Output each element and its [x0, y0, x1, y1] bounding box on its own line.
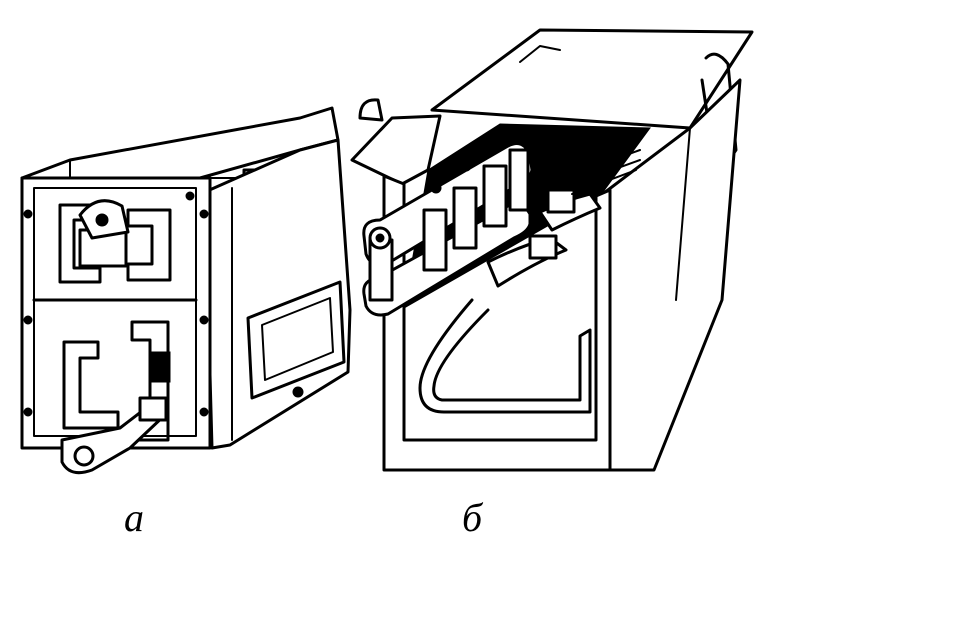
box-a-link-pin — [95, 213, 109, 227]
rivet — [23, 315, 33, 325]
rivet — [199, 209, 209, 219]
chain-roller — [508, 148, 530, 212]
box-b-rear-tab — [358, 98, 384, 122]
box-b-rear-flap — [350, 114, 442, 186]
box-a-label-window — [261, 297, 334, 381]
box-b-u-bar — [418, 298, 592, 414]
box-a-label-plate — [246, 280, 346, 400]
box-b — [350, 28, 754, 472]
box-a-side-knob — [292, 386, 304, 398]
box-b-tube-collar — [546, 188, 576, 214]
chain-pin — [430, 182, 442, 194]
box-b-tube-collar — [528, 234, 558, 260]
box-a-lower-dark — [151, 351, 171, 383]
caption-a: а — [124, 495, 144, 540]
box-a-upper-hook — [126, 208, 172, 282]
box-a-lower-bracket — [62, 340, 120, 430]
chain-roller — [422, 208, 448, 272]
box-a-lever-eye — [73, 445, 95, 467]
rivet — [23, 407, 33, 417]
box-a — [20, 106, 352, 475]
rivet — [185, 191, 195, 201]
box-b-chain — [362, 132, 534, 317]
chain-pin-center — [375, 233, 385, 243]
box-b-right-edge — [675, 127, 691, 301]
rivet — [199, 407, 209, 417]
caption-b: б — [462, 495, 483, 540]
chain-roller — [482, 164, 508, 228]
box-a-lever-hinge — [138, 396, 168, 422]
chain-pin — [512, 132, 524, 144]
box-b-mesh — [559, 139, 641, 195]
box-b-lid — [430, 28, 754, 130]
rivet — [199, 315, 209, 325]
chain-roller — [452, 186, 478, 250]
chain-pin — [460, 160, 472, 172]
box-b-lid-hinge — [519, 45, 561, 63]
chain-pin — [488, 140, 500, 152]
rivet — [23, 209, 33, 219]
